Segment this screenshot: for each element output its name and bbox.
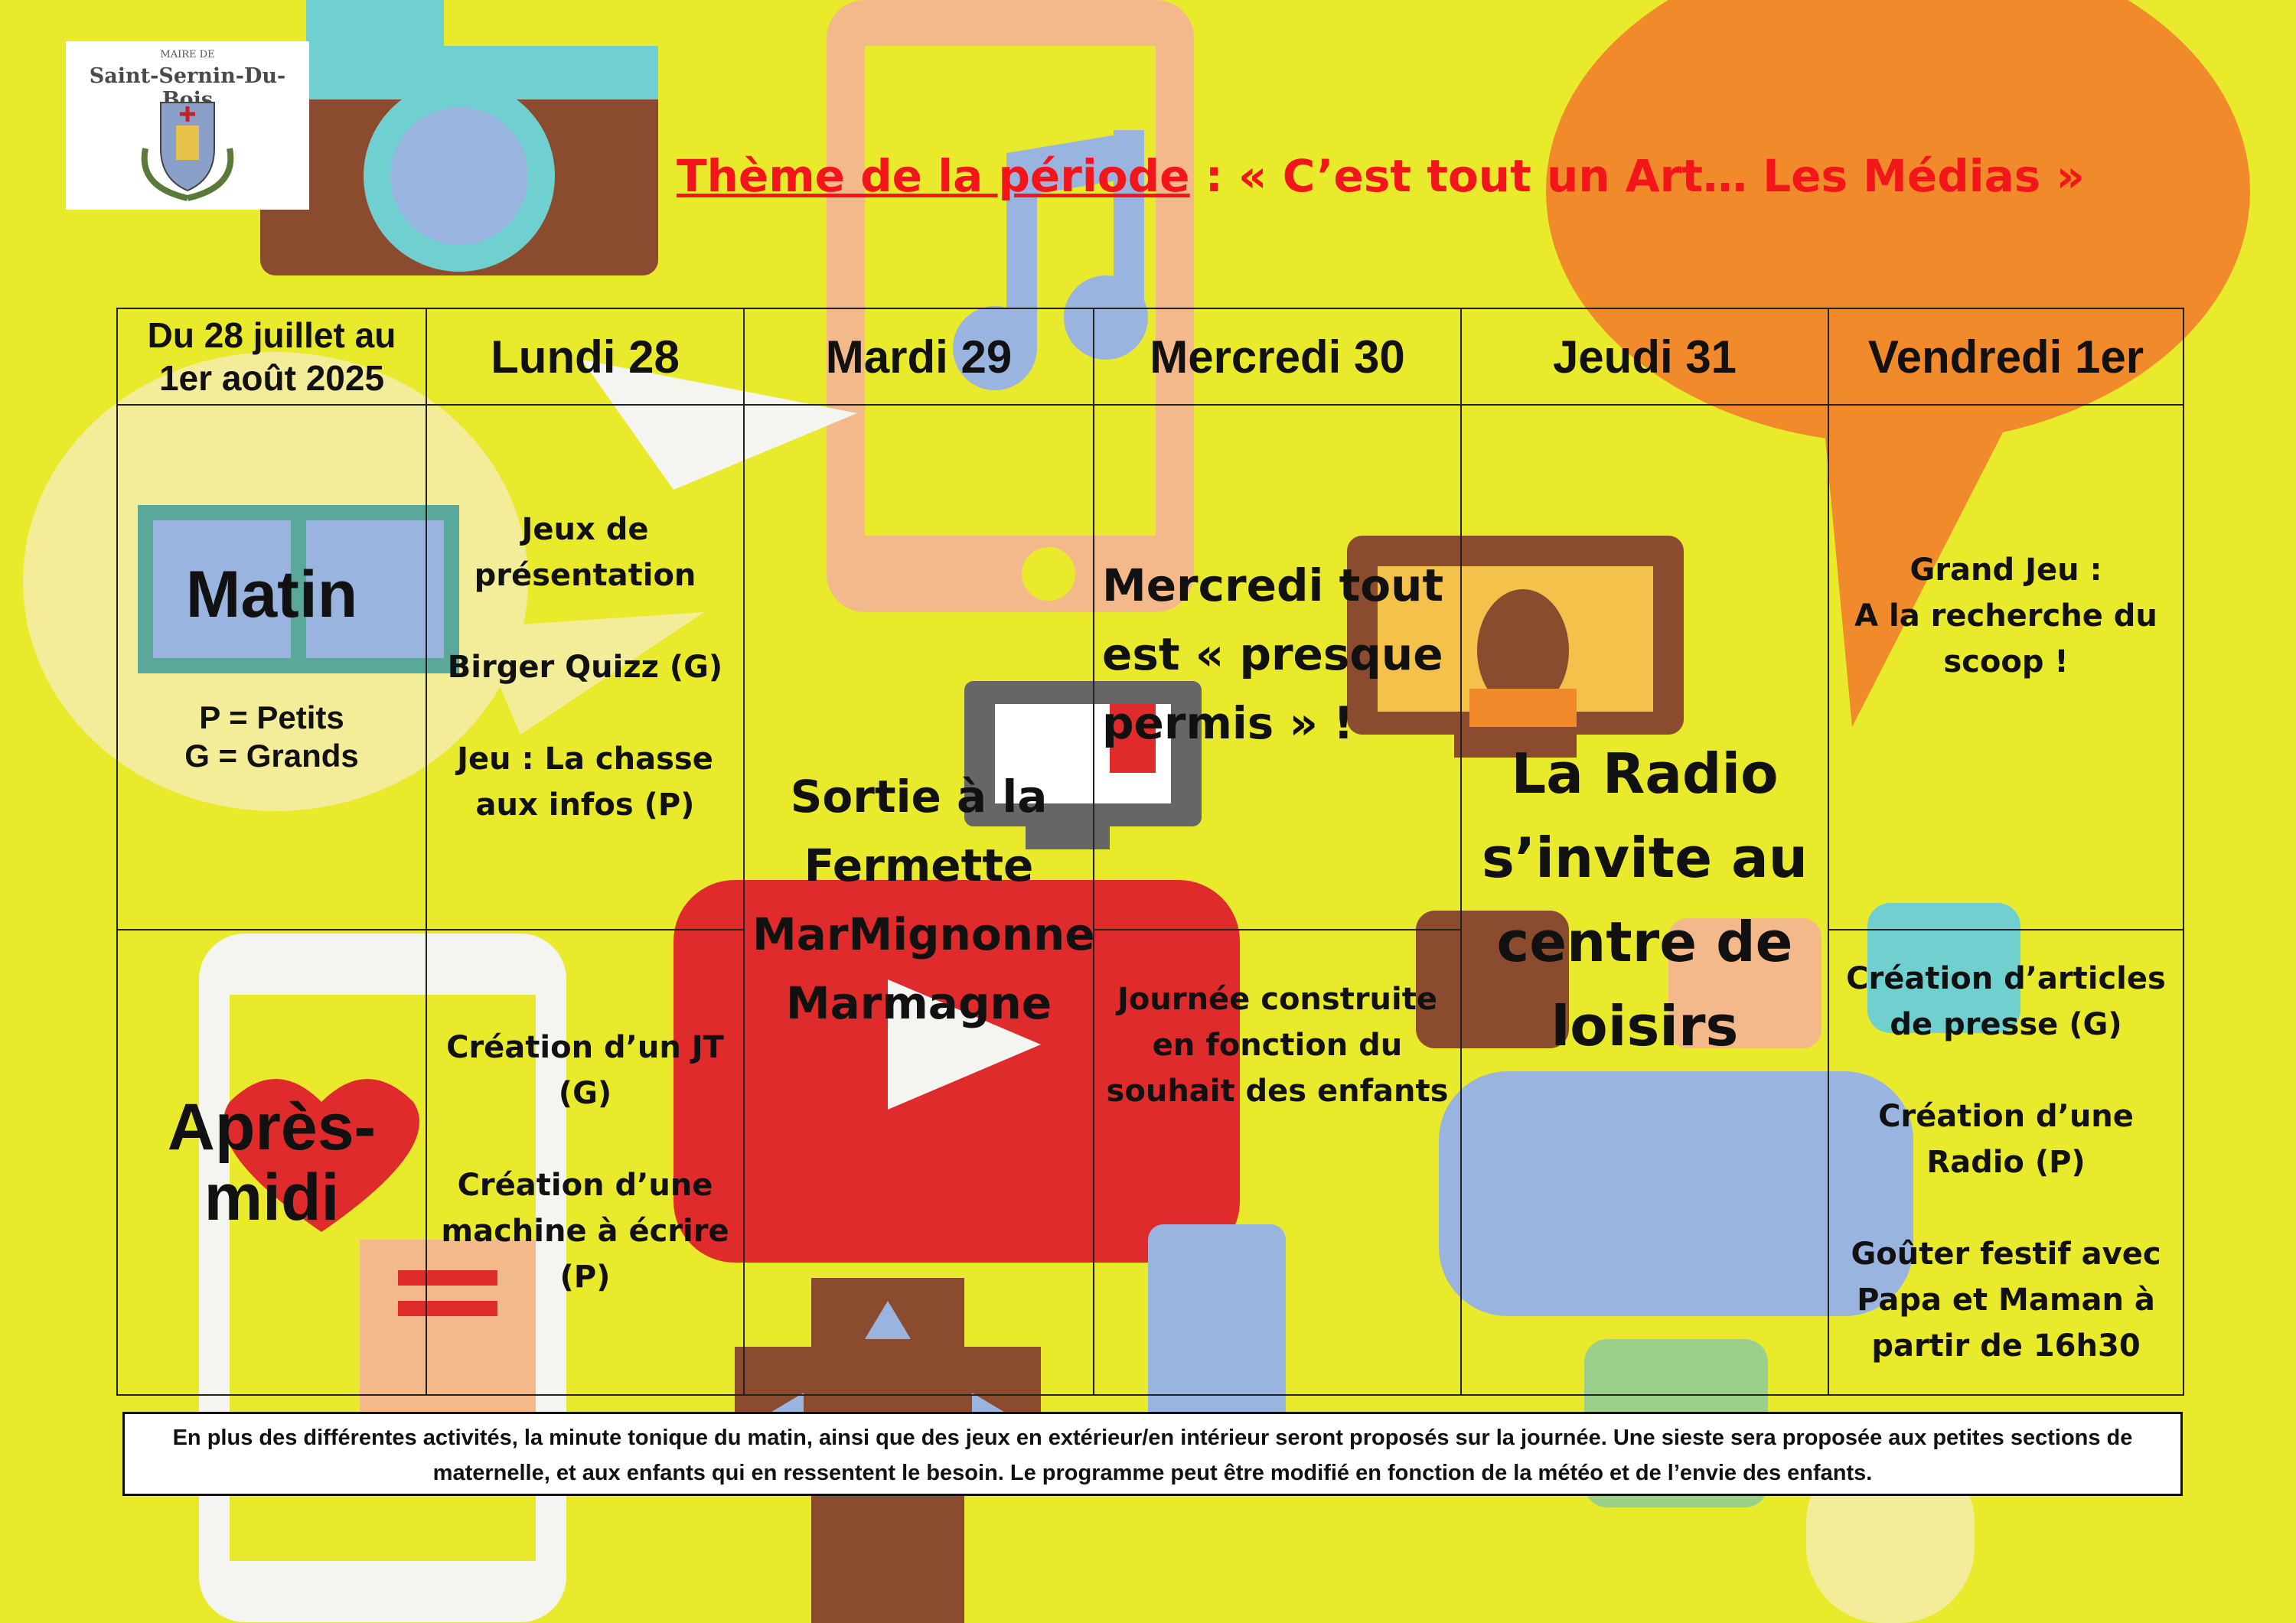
- day-header-lundi: Lundi 28: [426, 308, 745, 406]
- afternoon-label-cell: Après-midi: [116, 929, 427, 1396]
- logo-mairie-text: MAIRE DE: [160, 49, 215, 60]
- activity-item: Création d’une Radio (P): [1878, 1099, 2134, 1180]
- camera-icon: [260, 0, 658, 275]
- vendredi-afternoon-cell: Création d’articles de presse (G) Créati…: [1828, 929, 2184, 1396]
- coat-of-arms-icon: [141, 102, 234, 201]
- activity-item: Création d’un JT (G): [446, 1030, 724, 1111]
- mercredi-afternoon-activity: Journée construite en fonction du souhai…: [1106, 982, 1449, 1109]
- jeudi-radio: La Radio s’invite au centre de loisirs: [1482, 741, 1808, 1058]
- morning-label: Matin: [185, 558, 358, 631]
- activity-item: Birger Quizz (G): [447, 650, 723, 685]
- vendredi-morning-cell: Grand Jeu : A la recherche du scoop !: [1828, 404, 2184, 930]
- morning-row: Matin P = Petits G = Grands Jeux de prés…: [116, 404, 2184, 1396]
- mardi-outing: Sortie à la Fermette MarMignonne Marmagn…: [752, 771, 1095, 1029]
- period-theme-title: Thème de la période : « C’est tout un Ar…: [677, 150, 2177, 202]
- activity-item: Goûter festif avec Papa et Maman à parti…: [1851, 1237, 2161, 1364]
- activity-item: Jeu : La chasse aux infos (P): [457, 741, 713, 823]
- weekly-schedule-table: Du 28 juillet au 1er août 2025 Lundi 28 …: [116, 308, 2184, 1396]
- day-header-vendredi: Vendredi 1er: [1828, 308, 2184, 406]
- legend-petits: P = Petits: [199, 699, 344, 735]
- footer-note: En plus des différentes activités, la mi…: [122, 1412, 2183, 1496]
- table-header-row: Du 28 juillet au 1er août 2025 Lundi 28 …: [116, 308, 2184, 406]
- theme-suffix: : « C’est tout un Art… Les Médias »: [1189, 150, 2085, 202]
- activity-item: Jeux de présentation: [474, 512, 696, 593]
- legend-grands: G = Grands: [184, 738, 359, 774]
- theme-prefix: Thème de la période: [677, 150, 1190, 202]
- activity-item: Création d’articles de presse (G): [1846, 961, 2166, 1042]
- lundi-morning-cell: Jeux de présentation Birger Quizz (G) Je…: [426, 404, 745, 930]
- mercredi-morning-activity: Mercredi tout est « presque permis » !: [1102, 559, 1444, 749]
- jeudi-full-day-cell: La Radio s’invite au centre de loisirs: [1460, 404, 1829, 1396]
- day-header-mardi: Mardi 29: [743, 308, 1094, 406]
- mercredi-morning-cell: Mercredi tout est « presque permis » !: [1093, 404, 1462, 930]
- day-header-mercredi: Mercredi 30: [1093, 308, 1462, 406]
- afternoon-label: Après-midi: [167, 1090, 377, 1234]
- activity-item: Grand Jeu :: [1910, 552, 2102, 588]
- mairie-logo: MAIRE DE Saint-Sernin-Du-Bois: [66, 41, 309, 210]
- activity-item: Création d’une machine à écrire (P): [441, 1168, 729, 1295]
- lundi-afternoon-cell: Création d’un JT (G) Création d’une mach…: [426, 929, 745, 1396]
- period-dates: Du 28 juillet au 1er août 2025: [116, 308, 427, 406]
- afternoon-row: Après-midi Création d’un JT (G) Création…: [116, 929, 2184, 1396]
- activity-item: A la recherche du scoop !: [1854, 598, 2157, 680]
- mercredi-afternoon-cell: Journée construite en fonction du souhai…: [1093, 929, 1462, 1396]
- mardi-full-day-cell: Sortie à la Fermette MarMignonne Marmagn…: [743, 404, 1095, 1396]
- day-header-jeudi: Jeudi 31: [1460, 308, 1829, 406]
- morning-label-cell: Matin P = Petits G = Grands: [116, 404, 427, 930]
